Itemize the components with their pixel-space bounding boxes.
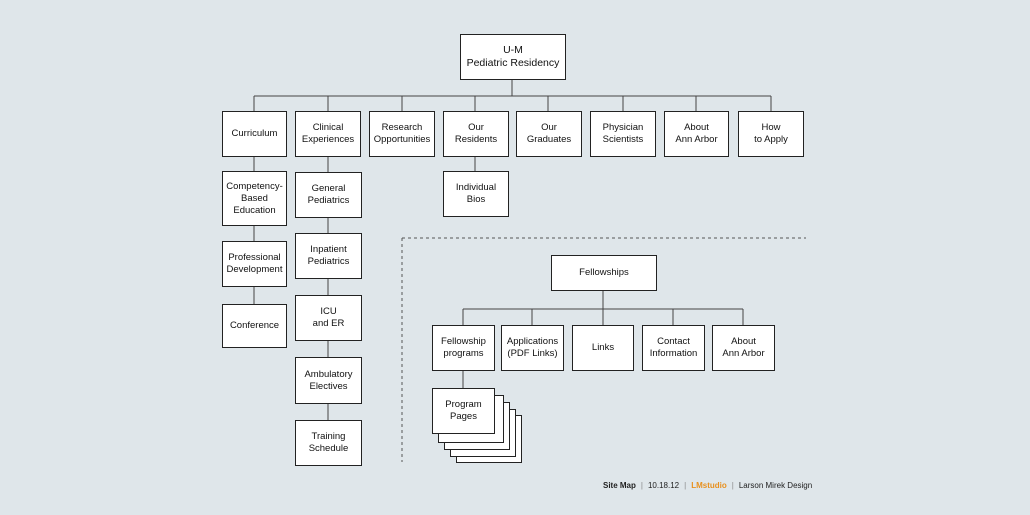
section-clinical-experiences[interactable]: Clinical Experiences	[295, 111, 361, 157]
section-how-to-apply[interactable]: How to Apply	[738, 111, 804, 157]
ambulatory-electives[interactable]: Ambulatory Electives	[295, 357, 362, 404]
individual-bios[interactable]: Individual Bios	[443, 171, 509, 217]
section-our-residents[interactable]: Our Residents	[443, 111, 509, 157]
footer-separator: |	[684, 481, 687, 490]
contact-information[interactable]: Contact Information	[642, 325, 705, 371]
section-our-graduates[interactable]: Our Graduates	[516, 111, 582, 157]
section-about-ann-arbor[interactable]: About Ann Arbor	[664, 111, 729, 157]
footer-title: Site Map	[603, 481, 636, 490]
footer-designer: Larson Mirek Design	[738, 481, 813, 490]
footer-studio-logo: LMstudio	[691, 481, 727, 490]
footer-separator: |	[731, 481, 734, 490]
conference[interactable]: Conference	[222, 304, 287, 348]
fellowship-links[interactable]: Links	[572, 325, 634, 371]
program-pages[interactable]: Program Pages	[432, 388, 495, 434]
general-pediatrics[interactable]: General Pediatrics	[295, 172, 362, 218]
fellowship-about-ann-arbor[interactable]: About Ann Arbor	[712, 325, 775, 371]
training-schedule[interactable]: Training Schedule	[295, 420, 362, 466]
professional-development[interactable]: Professional Development	[222, 241, 287, 287]
applications-pdf-links[interactable]: Applications (PDF Links)	[501, 325, 564, 371]
section-curriculum[interactable]: Curriculum	[222, 111, 287, 157]
root-pediatric-residency[interactable]: U-M Pediatric Residency	[460, 34, 566, 80]
icu-and-er[interactable]: ICU and ER	[295, 295, 362, 341]
competency-based-education[interactable]: Competency- Based Education	[222, 171, 287, 226]
footer: Site Map | 10.18.12 | LMstudio | Larson Mirek …	[603, 481, 812, 490]
footer-date: 10.18.12	[647, 481, 680, 490]
fellowships-root[interactable]: Fellowships	[551, 255, 657, 291]
inpatient-pediatrics[interactable]: Inpatient Pediatrics	[295, 233, 362, 279]
footer-separator: |	[640, 481, 643, 490]
section-physician-scientists[interactable]: Physician Scientists	[590, 111, 656, 157]
section-research-opportunities[interactable]: Research Opportunities	[369, 111, 435, 157]
fellowship-programs[interactable]: Fellowship programs	[432, 325, 495, 371]
